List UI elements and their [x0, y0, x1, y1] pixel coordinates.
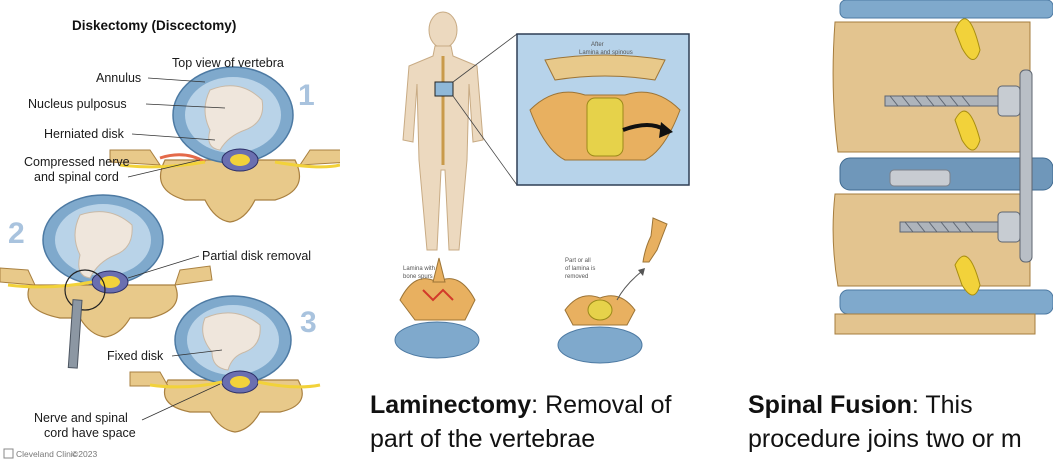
spinal-fusion-caption-line1: Spinal Fusion: This	[748, 388, 1022, 422]
left-label-1: Lamina with	[403, 266, 435, 272]
spinal-fusion-caption-line2: procedure joins two or m	[748, 422, 1022, 456]
label-nucleus: Nucleus pulposus	[28, 97, 127, 111]
label-partial-removal: Partial disk removal	[202, 249, 311, 263]
diskectomy-title: Diskectomy (Discectomy)	[72, 18, 236, 33]
step-number-3: 3	[300, 306, 317, 339]
right-label-1: Part or all	[565, 258, 591, 264]
spinal-fusion-illustration	[730, 0, 1053, 340]
spinal-fusion-caption-line1-rest: : This	[912, 391, 973, 419]
label-fixed-disk: Fixed disk	[107, 349, 164, 363]
fusion-rod	[1020, 70, 1032, 262]
label-top-view: Top view of vertebra	[172, 56, 284, 70]
laminectomy-caption-line1-rest: : Removal of	[531, 391, 671, 419]
spinal-fusion-term: Spinal Fusion	[748, 391, 912, 419]
right-label-2: of lamina is	[565, 266, 595, 272]
lamina-removed: Part or all of lamina is removed	[558, 218, 667, 363]
laminectomy-inset: After Lamina and spinous	[517, 34, 689, 185]
step-number-2: 2	[8, 217, 25, 250]
label-compressed-1: Compressed nerve	[24, 155, 130, 169]
cleveland-clinic-logo	[4, 449, 13, 458]
laminectomy-caption: Laminectomy: Removal of part of the vert…	[370, 388, 672, 456]
left-label-2: bone spurs	[403, 274, 433, 280]
right-label-3: removed	[565, 274, 588, 280]
disk-bottom	[840, 290, 1053, 314]
credit-year: ©2023	[72, 449, 97, 459]
label-herniated: Herniated disk	[44, 127, 125, 141]
step3-vertebra	[130, 296, 320, 432]
spinal-fusion-caption: Spinal Fusion: This procedure joins two …	[748, 388, 1022, 456]
label-compressed-2: and spinal cord	[34, 170, 119, 184]
laminectomy-caption-line1: Laminectomy: Removal of	[370, 388, 672, 422]
laminectomy-term: Laminectomy	[370, 391, 531, 419]
inset-label-2: Lamina and spinous	[579, 50, 633, 56]
label-nerve-space-1: Nerve and spinal	[34, 411, 128, 425]
label-annulus: Annulus	[96, 71, 141, 85]
inset-label-1: After	[591, 42, 604, 48]
spacer	[890, 170, 950, 186]
step-number-1: 1	[298, 79, 315, 112]
lamina-with-spurs: Lamina with bone spurs	[395, 258, 479, 358]
laminectomy-caption-line2: part of the vertebrae	[370, 422, 672, 456]
laminectomy-illustration: After Lamina and spinous Lamina with bon…	[355, 0, 710, 380]
diskectomy-panel: Diskectomy (Discectomy) 1 Top view of ve…	[0, 0, 340, 462]
label-nerve-space-2: cord have space	[44, 426, 136, 440]
disk-top	[840, 0, 1053, 18]
diskectomy-illustration: Diskectomy (Discectomy) 1 Top view of ve…	[0, 0, 340, 462]
credit-org: Cleveland Clinic	[16, 449, 78, 459]
spine-highlight-box	[435, 82, 453, 96]
